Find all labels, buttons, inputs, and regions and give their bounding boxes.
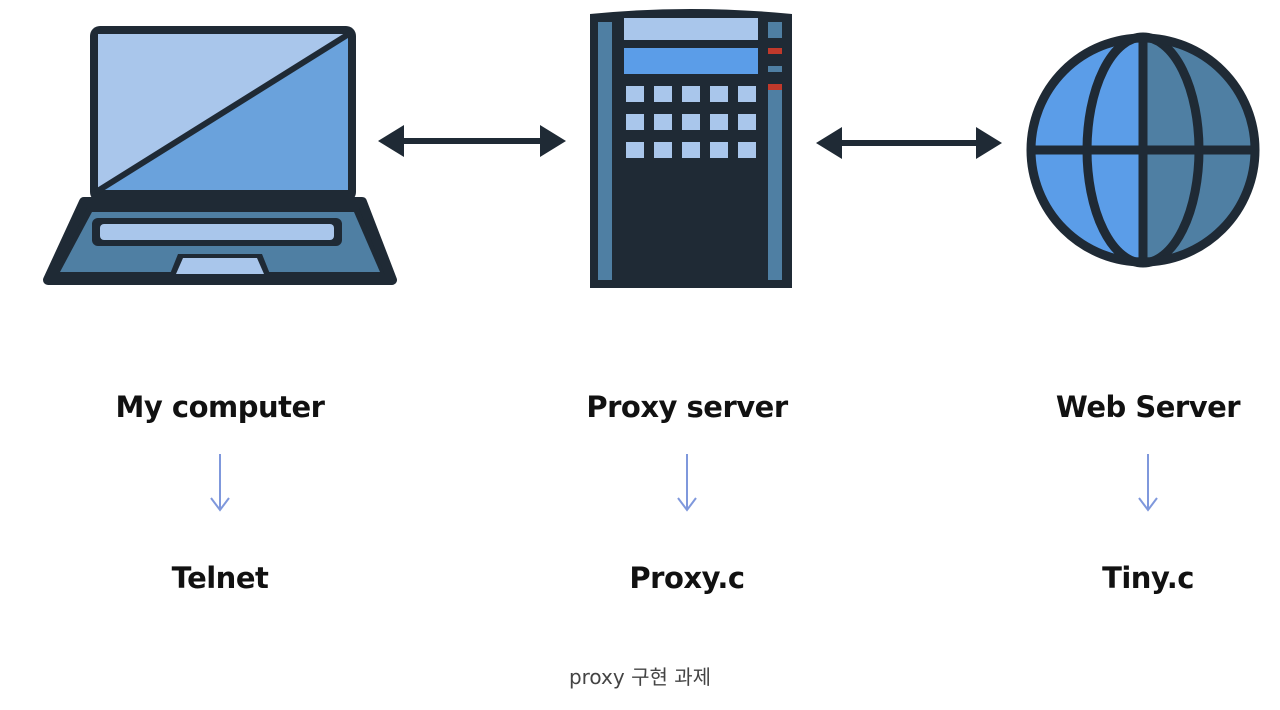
bidirectional-arrow-right [816, 127, 1002, 159]
impl-label-proxy-c: Proxy.c [629, 561, 745, 595]
server-icon [590, 9, 792, 288]
node-label-my-computer: My computer [115, 390, 325, 424]
globe-icon [1026, 32, 1260, 268]
impl-label-tiny-c: Tiny.c [1102, 561, 1194, 595]
impl-label-telnet: Telnet [171, 561, 269, 595]
bidirectional-arrow-left [378, 125, 566, 157]
node-label-web-server: Web Server [1055, 390, 1241, 424]
down-arrow-icon [1138, 454, 1158, 512]
node-label-proxy-server: Proxy server [586, 390, 788, 424]
down-arrow-icon [677, 454, 697, 512]
figure-caption: proxy 구현 과제 [568, 665, 712, 689]
laptop-icon [43, 26, 397, 285]
down-arrow-icon [210, 454, 230, 512]
